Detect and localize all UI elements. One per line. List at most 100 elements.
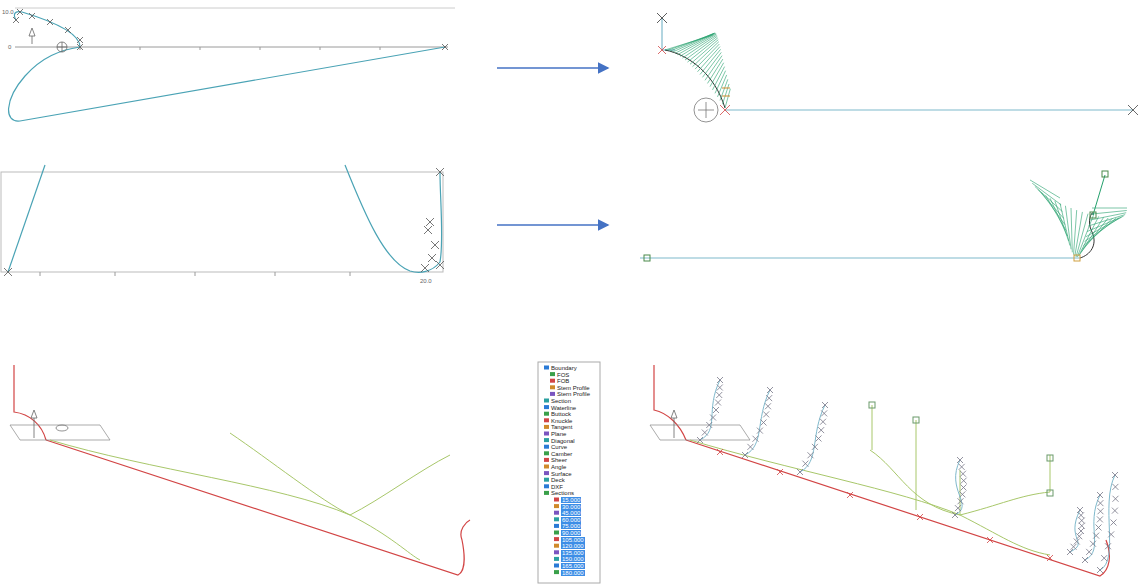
curvature-comb xyxy=(723,84,730,104)
tree-icon xyxy=(550,372,555,376)
point-mark xyxy=(1097,516,1103,522)
tree-icon xyxy=(544,451,549,455)
tree-item: Sheer xyxy=(551,457,567,463)
point-mark xyxy=(820,419,826,425)
point-mark xyxy=(1112,508,1118,514)
curvature-comb xyxy=(1032,183,1061,205)
point-mark xyxy=(917,514,923,520)
tree-icon xyxy=(544,471,549,475)
tree-item: 45.000 xyxy=(561,510,581,516)
point-mark xyxy=(1078,528,1084,534)
curvature-comb xyxy=(710,63,724,87)
point-mark xyxy=(702,430,708,436)
point-mark xyxy=(436,261,444,269)
point-mark xyxy=(961,478,967,484)
tree-icon xyxy=(554,517,559,521)
profile-view-before xyxy=(1,165,443,276)
point-mark xyxy=(1076,533,1082,539)
point-mark xyxy=(426,218,434,226)
point-mark xyxy=(812,444,818,450)
tree-icon xyxy=(554,550,559,554)
axis-label: 10.0 xyxy=(2,9,14,15)
section-curve xyxy=(955,460,962,515)
curvature-comb xyxy=(720,79,728,100)
curvature-comb xyxy=(1077,215,1093,257)
point-mark xyxy=(77,44,83,50)
curvature-comb xyxy=(683,35,717,58)
tree-item: Diagonal xyxy=(551,438,575,444)
tree-item: Plane xyxy=(551,431,566,437)
tree-icon xyxy=(544,484,549,488)
tree-icon xyxy=(544,366,549,370)
point-mark xyxy=(1093,533,1099,539)
tree-item: 105.000 xyxy=(561,537,585,543)
tree-icon xyxy=(550,385,555,389)
profile-view-after xyxy=(640,171,1127,261)
curvature-comb xyxy=(703,52,722,77)
point-mark xyxy=(436,168,444,176)
tree-item: Boundary xyxy=(551,365,577,371)
point-mark xyxy=(1097,567,1103,573)
tree-icon xyxy=(544,491,549,495)
point-mark xyxy=(1101,555,1107,561)
point-mark xyxy=(713,407,719,413)
point-mark xyxy=(1112,484,1118,490)
point-mark xyxy=(763,411,769,417)
point-mark xyxy=(1082,557,1088,563)
tree-panel xyxy=(538,362,600,583)
curvature-comb xyxy=(670,33,714,51)
curvature-comb xyxy=(1088,215,1125,226)
point-mark xyxy=(957,457,963,463)
tree-icon xyxy=(554,524,559,528)
point-mark xyxy=(777,469,783,475)
tree-item: FOB xyxy=(557,378,569,384)
tree-icon xyxy=(544,425,549,429)
point-mark xyxy=(1112,472,1118,478)
point-mark xyxy=(29,13,35,19)
point-mark xyxy=(1105,543,1111,549)
point-mark xyxy=(13,17,19,23)
tree-icon xyxy=(550,392,555,396)
section-curve xyxy=(1070,510,1080,552)
curvature-comb xyxy=(708,59,723,83)
point-mark xyxy=(658,46,666,54)
point-mark xyxy=(442,44,448,50)
point-mark xyxy=(1097,500,1103,506)
point-mark xyxy=(797,469,803,475)
point-mark xyxy=(720,105,730,115)
point-mark xyxy=(424,226,432,234)
point-mark xyxy=(767,387,773,393)
tree-icon xyxy=(554,531,559,535)
tree-icon xyxy=(544,458,549,462)
curvature-comb xyxy=(1092,208,1127,209)
point-mark xyxy=(717,377,723,383)
point-mark xyxy=(428,254,436,262)
tree-item: DXF xyxy=(551,484,563,490)
point-mark xyxy=(1086,549,1092,555)
section-curve xyxy=(1085,495,1100,560)
point-mark xyxy=(697,437,703,443)
tree-item: Sections xyxy=(551,490,574,496)
tree-icon xyxy=(554,504,559,508)
section-view-before xyxy=(9,8,455,121)
tree-item: Section xyxy=(551,398,571,404)
tree-icon xyxy=(544,465,549,469)
tree-icon xyxy=(544,432,549,436)
point-mark xyxy=(987,537,993,543)
tree-icon xyxy=(544,405,549,409)
tree-item: Deck xyxy=(551,477,565,483)
point-mark xyxy=(717,385,723,391)
point-mark xyxy=(1090,541,1096,547)
point-mark xyxy=(1079,523,1085,529)
point-mark xyxy=(816,436,822,442)
curvature-comb xyxy=(1060,203,1070,245)
point-mark xyxy=(1071,544,1077,550)
tree-item: 30.000 xyxy=(561,504,581,510)
isometric-before xyxy=(10,365,470,575)
tree-icon xyxy=(550,379,555,383)
tree-icon xyxy=(554,564,559,568)
tree-item: Knuckle xyxy=(551,418,572,424)
point-mark xyxy=(1128,105,1138,115)
tree-icon xyxy=(544,412,549,416)
point-mark xyxy=(960,471,966,477)
